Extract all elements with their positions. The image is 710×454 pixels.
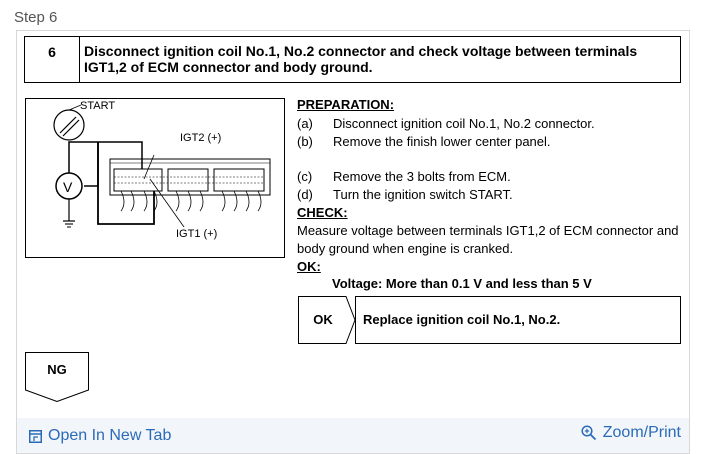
- footer-bar: Open In New Tab Zoom/Print: [17, 418, 689, 453]
- preparation-item-tag: (d): [297, 187, 313, 202]
- ok-heading: OK:: [297, 259, 321, 274]
- ignition-key-icon: [53, 109, 85, 141]
- preparation-item-tag: (a): [297, 116, 313, 131]
- preparation-item-tag: (c): [297, 169, 313, 184]
- preparation-item-text: Remove the finish lower center panel.: [333, 134, 551, 149]
- open-in-new-tab-label: Open In New Tab: [48, 427, 172, 444]
- ng-arrow-shape: [25, 352, 89, 402]
- zoom-in-icon: [581, 425, 596, 441]
- check-text: Measure voltage between terminals IGT1,2…: [297, 223, 679, 256]
- step-title: Disconnect ignition coil No.1, No.2 conn…: [84, 43, 638, 75]
- preparation-item: (d) Turn the ignition switch START.: [297, 187, 513, 202]
- igt1-label: IGT1 (+): [176, 228, 218, 240]
- check-heading: CHECK:: [297, 205, 348, 220]
- preparation-item-text: Remove the 3 bolts from ECM.: [333, 169, 511, 184]
- zoom-print-label: Zoom/Print: [602, 424, 681, 441]
- ok-arrow-shape: [298, 296, 356, 344]
- start-label: START: [80, 100, 116, 112]
- preparation-item: (c) Remove the 3 bolts from ECM.: [297, 169, 511, 184]
- preparation-item-text: Turn the ignition switch START.: [333, 187, 513, 202]
- wiring-diagram: START V IGT2 (+) IGT1 (+): [25, 98, 285, 258]
- ok-result-text: Replace ignition coil No.1, No.2.: [363, 312, 561, 327]
- preparation-item: (a) Disconnect ignition coil No.1, No.2 c…: [297, 116, 595, 131]
- ok-voltage-spec: Voltage: More than 0.1 V and less than 5…: [332, 276, 592, 291]
- voltmeter-label: V: [63, 179, 73, 195]
- preparation-item-tag: (b): [297, 134, 313, 149]
- zoom-print-link[interactable]: Zoom/Print: [581, 424, 681, 442]
- ng-label: NG: [47, 362, 67, 377]
- igt2-label: IGT2 (+): [180, 132, 222, 144]
- open-in-new-tab-link[interactable]: Open In New Tab: [29, 427, 171, 445]
- step-number: 6: [25, 37, 80, 82]
- step-header: 6 Disconnect ignition coil No.1, No.2 co…: [24, 36, 681, 83]
- ok-label: OK: [313, 312, 333, 327]
- ok-result-box: Replace ignition coil No.1, No.2.: [355, 296, 681, 344]
- preparation-heading: PREPARATION:: [297, 97, 395, 112]
- preparation-item-text: Disconnect ignition coil No.1, No.2 conn…: [333, 116, 595, 131]
- step-label: Step 6: [14, 9, 58, 26]
- wiring-diagram-drawing: [53, 104, 271, 228]
- open-new-tab-icon: [29, 429, 42, 443]
- content-frame: [16, 30, 690, 454]
- preparation-item: (b) Remove the finish lower center panel.: [297, 134, 551, 149]
